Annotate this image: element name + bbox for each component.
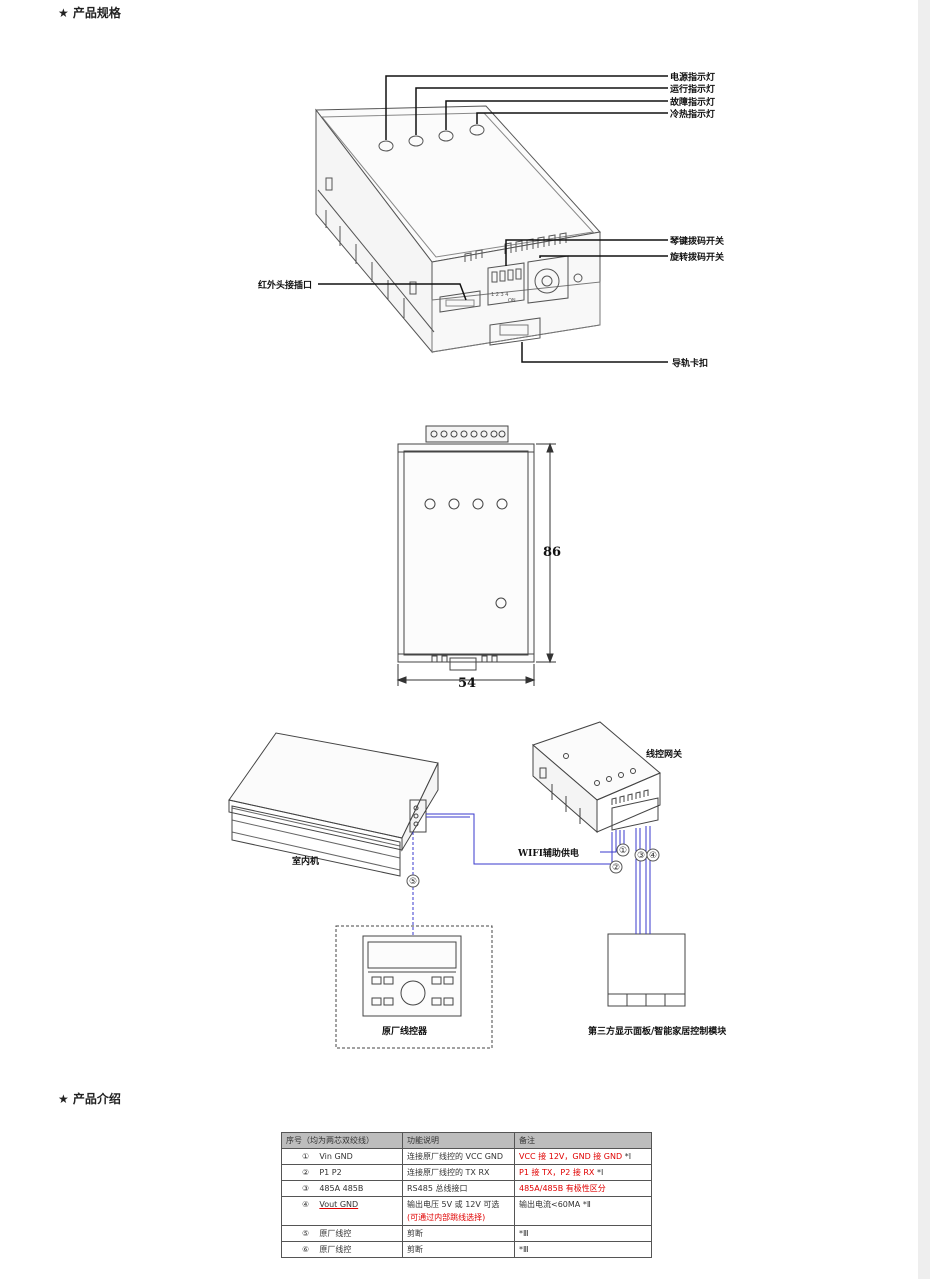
label-run-led: 运行指示灯	[670, 85, 716, 95]
label-hotcold-led: 冷热指示灯	[670, 110, 716, 120]
cell-function: 输出电压 5V 或 12V 可选 (可通过内部跳线选择)	[402, 1196, 515, 1226]
label-dip-switch: 琴键拨码开关	[670, 237, 725, 247]
table-row: ① Vin GND 连接原厂线控的 VCC GND VCC 接 12V，GND …	[281, 1148, 652, 1165]
wire-p1p2	[426, 813, 613, 865]
row-number: ⑤	[302, 1229, 310, 1238]
cell-function: 连接原厂线控的 TX RX	[402, 1164, 515, 1181]
cell-function: RS485 总线接口	[402, 1180, 515, 1197]
width-dimension: 54	[458, 676, 477, 691]
cell-note: 485A/485B 有极性区分	[514, 1180, 652, 1197]
header-cell-function: 功能说明	[402, 1132, 515, 1149]
row-func-red: (可通过内部跳线选择)	[407, 1213, 486, 1222]
cell-note: P1 接 TX，P2 接 RX *Ⅰ	[514, 1164, 652, 1181]
callout-line-dip	[505, 239, 668, 266]
product-spec-table: 序号（均为两芯双绞线） 功能说明 备注 ① Vin GND 连接原厂线控的 VC…	[281, 1132, 652, 1258]
dip-on-label: ON	[508, 298, 516, 304]
row-func: 剪断	[407, 1245, 423, 1254]
header-cell-note: 备注	[514, 1132, 652, 1149]
row-name: P1 P2	[319, 1168, 342, 1177]
intro-heading: ★ 产品介绍	[58, 1092, 121, 1106]
row-number: ②	[302, 1168, 310, 1177]
marker-1: ①	[619, 846, 627, 856]
table-row: ⑥ 原厂线控 剪断 *Ⅲ	[281, 1241, 652, 1258]
label-power-led: 电源指示灯	[670, 73, 716, 83]
cell-note: 输出电流<60MA *Ⅱ	[514, 1196, 652, 1226]
label-fault-led: 故障指示灯	[670, 98, 716, 108]
callout-line-fault	[445, 100, 668, 130]
cell-no: ④ Vout GND	[281, 1196, 403, 1226]
row-name: 原厂线控	[319, 1245, 352, 1254]
marker-2: ②	[612, 863, 620, 873]
row-func: 剪断	[407, 1229, 423, 1238]
callout-line-rotary	[539, 255, 668, 258]
cell-no: ③ 485A 485B	[281, 1180, 403, 1197]
spec-heading: ★ 产品规格	[58, 6, 121, 20]
row-note: P1 接 TX，P2 接 RX	[519, 1168, 595, 1177]
callout-line-power	[385, 75, 668, 140]
cell-note: *Ⅲ	[514, 1225, 652, 1242]
row-name: Vin GND	[319, 1152, 353, 1161]
row-name: 485A 485B	[319, 1184, 364, 1193]
row-note-tail: *Ⅱ	[582, 1200, 591, 1209]
label-wifi-power: WIFI辅助供电	[518, 849, 579, 859]
cell-function: 连接原厂线控的 VCC GND	[402, 1148, 515, 1165]
table-row: ④ Vout GND 输出电压 5V 或 12V 可选 (可通过内部跳线选择) 输…	[281, 1196, 652, 1226]
label-rotary-switch: 旋转拨码开关	[670, 253, 725, 263]
row-func: 连接原厂线控的 TX RX	[407, 1168, 490, 1177]
label-rail-clip: 导轨卡扣	[672, 359, 709, 369]
cell-no: ⑤ 原厂线控	[281, 1225, 403, 1242]
row-note: 输出电流<60MA	[519, 1200, 581, 1209]
row-func: 输出电压 5V 或 12V 可选	[407, 1200, 500, 1209]
cell-note: *Ⅲ	[514, 1241, 652, 1258]
row-number: ①	[302, 1152, 310, 1161]
label-ir-socket: 红外头接插口	[258, 281, 313, 291]
callout-line-ir	[318, 283, 467, 301]
row-func: 连接原厂线控的 VCC GND	[407, 1152, 504, 1161]
row-note-tail: *Ⅰ	[596, 1168, 604, 1177]
cell-function: 剪断	[402, 1241, 515, 1258]
wire-vin	[600, 830, 617, 853]
cell-no: ① Vin GND	[281, 1148, 403, 1165]
cell-no: ⑥ 原厂线控	[281, 1241, 403, 1258]
label-gateway: 线控网关	[646, 750, 683, 760]
label-oem-controller: 原厂线控器	[382, 1027, 428, 1037]
row-name: 原厂线控	[319, 1229, 352, 1238]
cell-no: ② P1 P2	[281, 1164, 403, 1181]
callout-line-rail	[521, 342, 668, 363]
height-dimension: 86	[543, 545, 562, 560]
row-name: Vout GND	[319, 1200, 359, 1209]
row-number: ④	[302, 1200, 310, 1209]
row-func: RS485 总线接口	[407, 1184, 468, 1193]
row-number: ③	[302, 1184, 310, 1193]
label-third-party-panel: 第三方显示面板/智能家居控制模块	[588, 1027, 727, 1037]
marker-5: ⑤	[409, 877, 417, 887]
table-row: ② P1 P2 连接原厂线控的 TX RX P1 接 TX，P2 接 RX *Ⅰ	[281, 1164, 652, 1181]
row-number: ⑥	[302, 1245, 310, 1254]
marker-4: ④	[649, 851, 657, 861]
table-row: ⑤ 原厂线控 剪断 *Ⅲ	[281, 1225, 652, 1242]
row-note-tail: *Ⅲ	[519, 1229, 529, 1238]
callout-line-mode	[476, 112, 668, 124]
marker-3: ③	[637, 851, 645, 861]
dip-number-labels: 1 2 3 4	[491, 292, 509, 298]
callout-line-run	[415, 87, 668, 135]
label-indoor-unit: 室内机	[292, 857, 320, 867]
table-row: ③ 485A 485B RS485 总线接口 485A/485B 有极性区分	[281, 1180, 652, 1197]
scrollbar-track[interactable]	[918, 0, 930, 1279]
cell-note: VCC 接 12V，GND 接 GND *Ⅰ	[514, 1148, 652, 1165]
row-note: VCC 接 12V，GND 接 GND	[519, 1152, 623, 1161]
header-cell-no: 序号（均为两芯双绞线）	[281, 1132, 403, 1149]
row-note-tail: *Ⅲ	[519, 1245, 529, 1254]
table-header-row: 序号（均为两芯双绞线） 功能说明 备注	[281, 1132, 652, 1149]
row-note-tail: *Ⅰ	[624, 1152, 632, 1161]
cell-function: 剪断	[402, 1225, 515, 1242]
row-note: 485A/485B 有极性区分	[519, 1184, 606, 1193]
